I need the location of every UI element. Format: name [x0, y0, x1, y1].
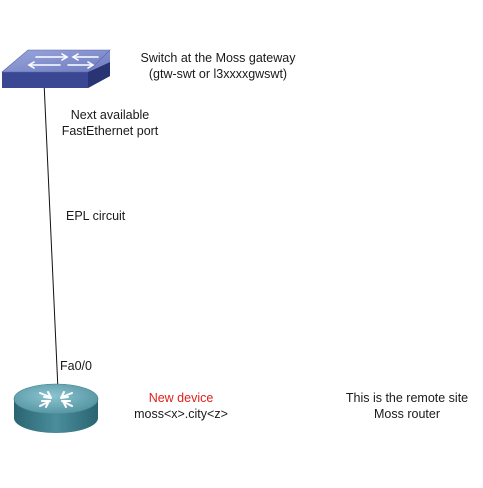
port-label: Next available FastEthernet port	[48, 107, 172, 139]
port-label-line2: FastEthernet port	[61, 124, 159, 138]
circuit-label: EPL circuit	[66, 209, 126, 223]
remote-site-line2: Moss router	[374, 407, 440, 421]
epl-circuit-link	[43, 81, 59, 391]
remote-site-label: This is the remote site Moss router	[334, 390, 480, 422]
switch-label: Switch at the Moss gateway (gtw-swt or l…	[128, 50, 308, 82]
switch-label-line1: Switch at the Moss gateway	[140, 51, 296, 65]
router-port-label: Fa0/0	[60, 359, 92, 373]
switch-label-line2: (gtw-swt or l3xxxxgwswt)	[148, 67, 288, 81]
new-device-hostname: moss<x>.city<z>	[134, 407, 228, 421]
remote-site-line1: This is the remote site	[345, 391, 469, 405]
new-device-title: New device	[148, 391, 214, 405]
new-device-label: New device moss<x>.city<z>	[118, 390, 244, 422]
port-label-line1: Next available	[70, 108, 150, 122]
router-icon	[13, 383, 99, 433]
workgroup-switch-icon	[1, 49, 111, 88]
